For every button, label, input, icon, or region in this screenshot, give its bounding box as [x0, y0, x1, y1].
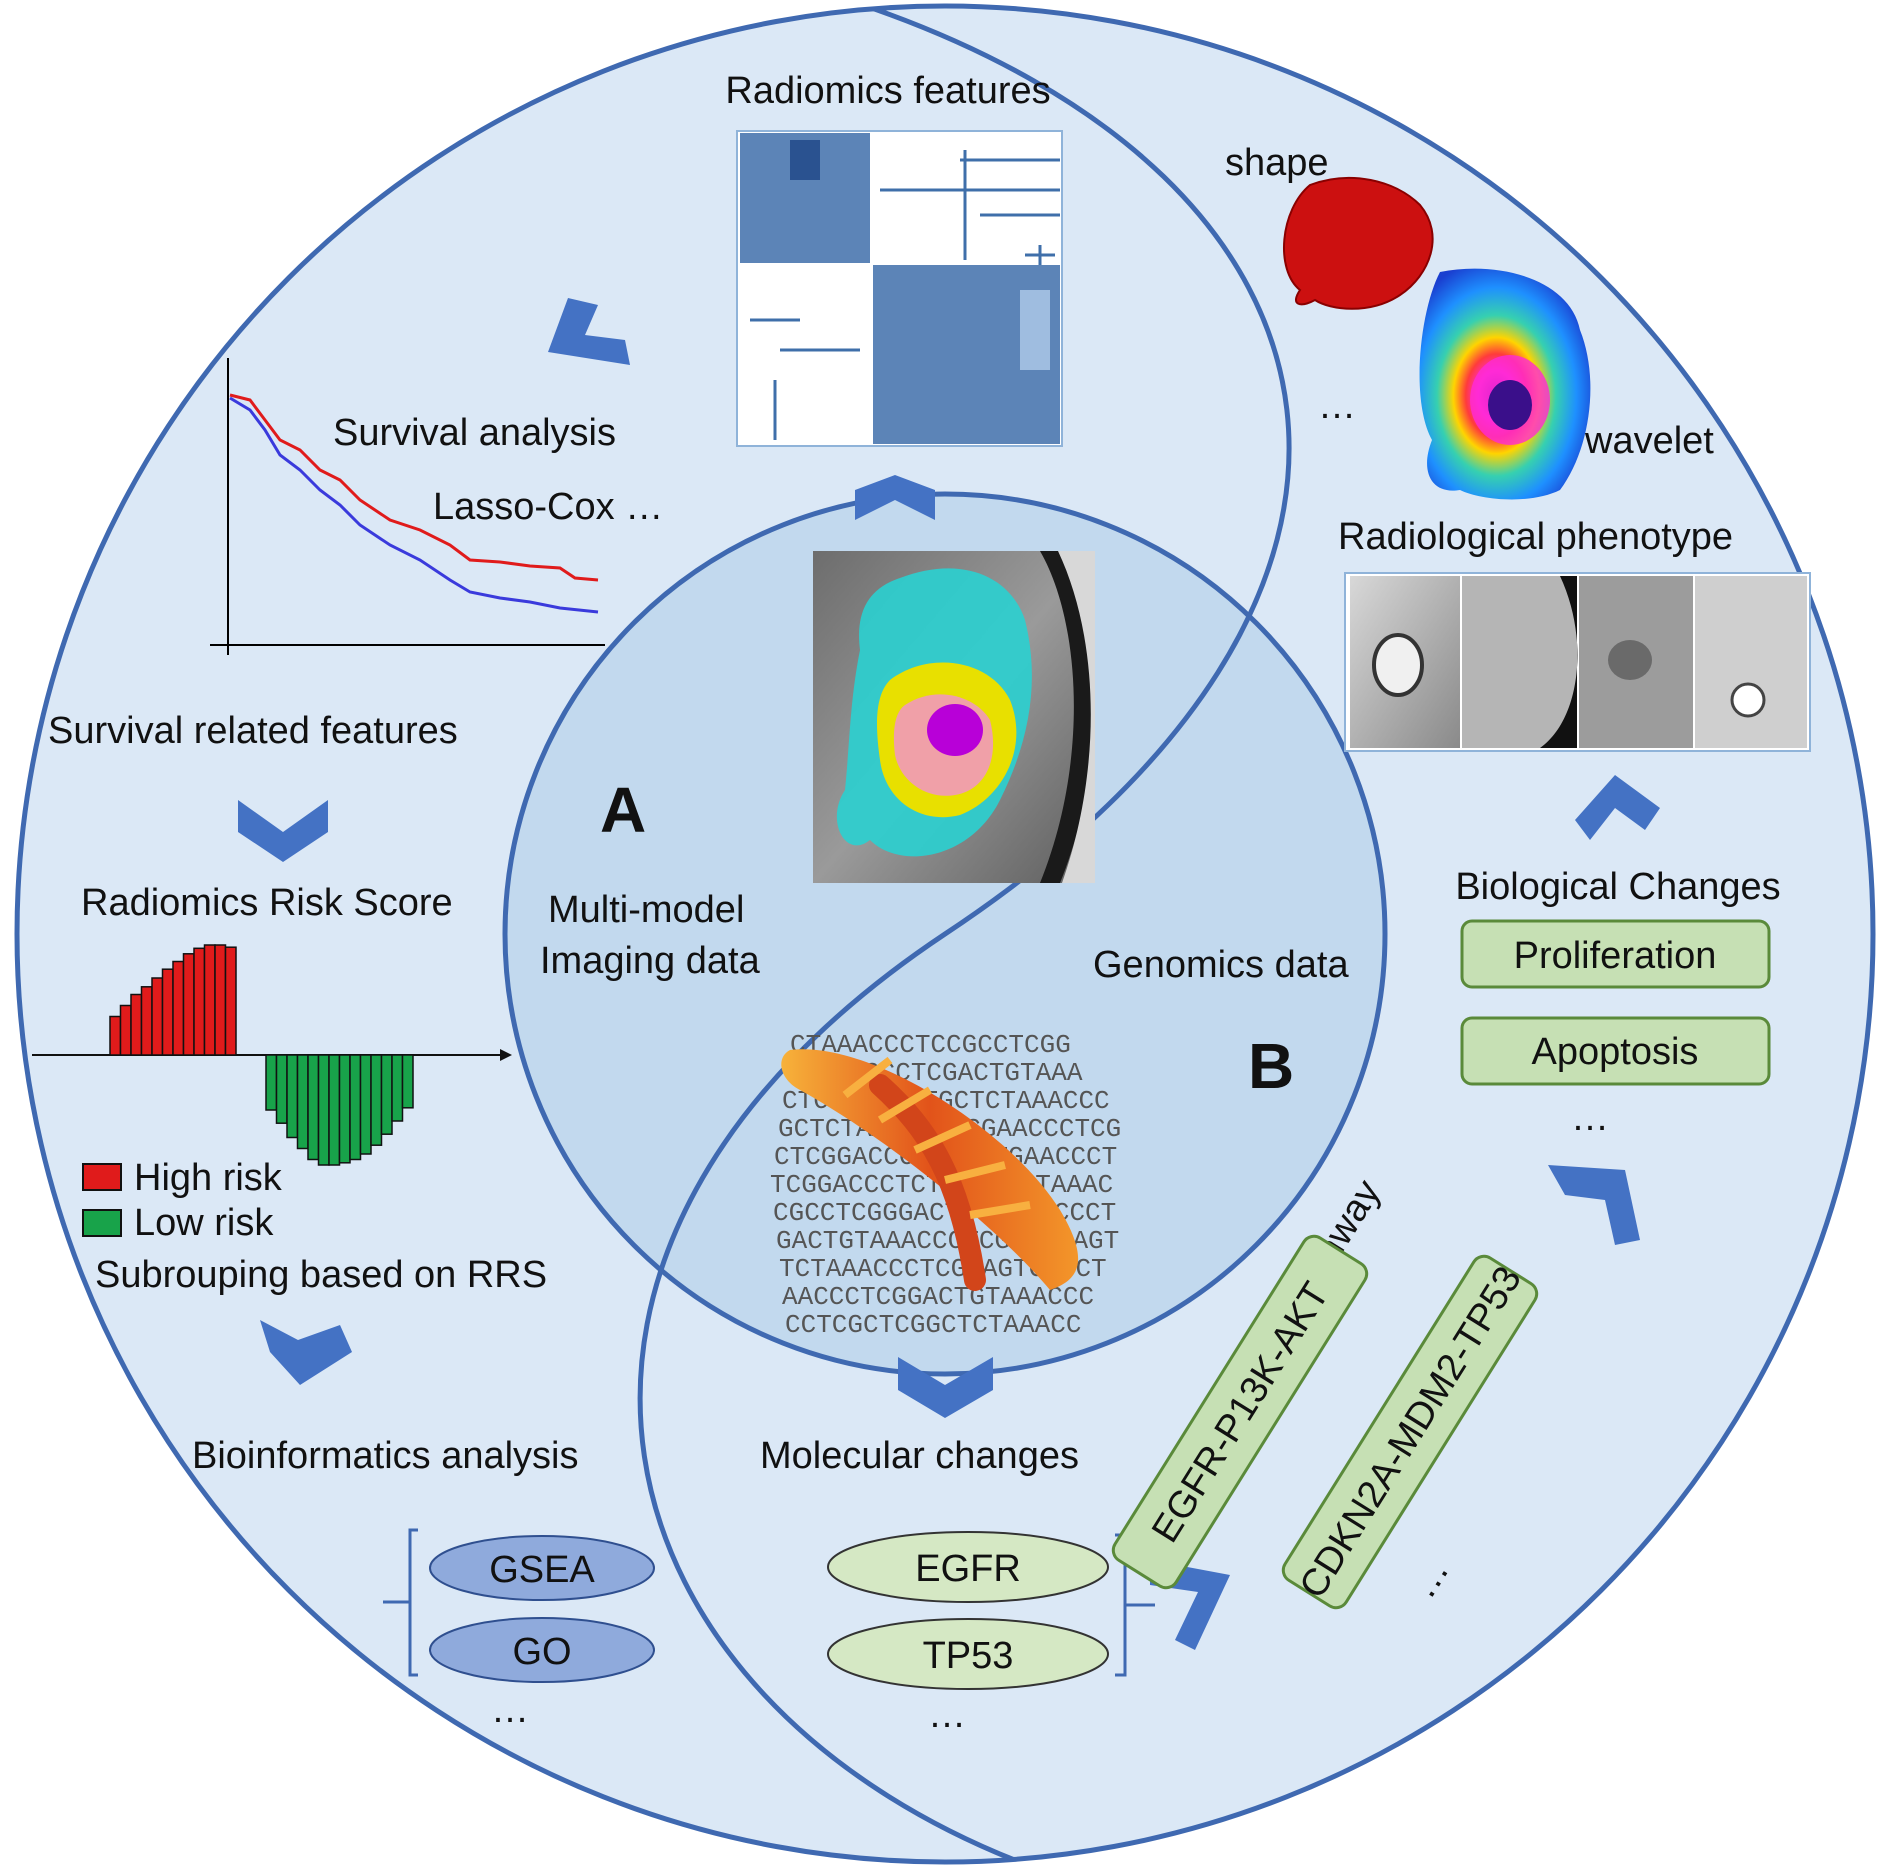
radiological-phenotype-label: Radiological phenotype [1338, 516, 1733, 558]
dna-sequence-line: AACCCTCGGACTGTAAACCC [782, 1282, 1094, 1312]
low-risk-bar [370, 1054, 383, 1146]
legend-swatch-low [82, 1209, 122, 1237]
low-risk-bar [359, 1054, 372, 1155]
high-risk-bar [161, 968, 174, 1056]
segmented-mri-image [813, 551, 1095, 883]
molecular-egfr: EGFR [827, 1531, 1109, 1603]
low-risk-bar [338, 1054, 351, 1164]
bio-change-label: Proliferation [1514, 935, 1717, 977]
high-risk-bar [224, 946, 237, 1056]
high-risk-bar [119, 1004, 132, 1056]
arrow-down-to-molecular [898, 1357, 993, 1418]
section-letter-b: B [1248, 1030, 1294, 1102]
molecular-tp53: TP53 [827, 1618, 1109, 1690]
arrow-down-left-to-survival [548, 298, 630, 365]
kaplan-meier-plot [210, 358, 605, 655]
phenotype-mri-strip [1344, 572, 1811, 752]
bio-analysis-go: GO [429, 1617, 655, 1683]
legend-label-high: High risk [134, 1157, 283, 1199]
bio-analysis-gsea: GSEA [429, 1535, 655, 1601]
bio-analysis-more: … [491, 1689, 529, 1731]
low-risk-bar [401, 1054, 414, 1109]
bio-change-more: … [1571, 1097, 1609, 1139]
km-curve-low [229, 396, 599, 614]
high-risk-bar [172, 960, 185, 1056]
low-risk-bar [307, 1054, 320, 1161]
low-risk-bars [265, 1054, 414, 1166]
multimodel-imaging-line2: Imaging data [540, 940, 761, 982]
low-risk-bar [349, 1054, 362, 1161]
low-risk-bar [317, 1054, 330, 1166]
radiomics-risk-score-title: Radiomics Risk Score [81, 882, 453, 924]
legend-swatch-high [82, 1163, 122, 1191]
high-risk-bar [214, 944, 227, 1056]
molecular-label: TP53 [923, 1635, 1014, 1677]
shape-label: shape [1225, 142, 1329, 184]
low-risk-bar [265, 1054, 278, 1111]
high-risk-bars [109, 944, 237, 1056]
high-risk-bar [109, 1015, 122, 1056]
wavelet-label: wavelet [1584, 420, 1714, 462]
genomics-data-label: Genomics data [1093, 944, 1349, 986]
high-risk-bar [193, 947, 206, 1056]
high-risk-bar [182, 953, 195, 1056]
legend-label-low: Low risk [134, 1202, 274, 1244]
arrow-to-biological-changes [1548, 1165, 1640, 1245]
subgrouping-label: Subrouping based on RRS [95, 1254, 547, 1296]
bio-change-proliferation: Proliferation [1460, 919, 1771, 989]
molecular-more: … [928, 1694, 966, 1736]
arrow-down-to-risk-score [238, 800, 328, 862]
lasso-cox-label: Lasso-Cox … [433, 486, 663, 528]
risk-legend: High risk Low risk [82, 1157, 283, 1244]
risk-axis-arrow [500, 1049, 512, 1061]
bioinformatics-analysis-label: Bioinformatics analysis [192, 1435, 578, 1477]
low-risk-bar [275, 1054, 288, 1124]
risk-score-chart [32, 944, 512, 1166]
wavelet-tumor-map [1419, 268, 1591, 500]
bio-analysis-label: GO [512, 1631, 571, 1673]
bio-change-apoptosis: Apoptosis [1460, 1016, 1771, 1086]
km-curve-high [229, 393, 599, 582]
high-risk-bar [140, 986, 153, 1056]
dna-sequence-image: CTAAACCCTCCGCCTCGGTCGGACCCTCGACTGTAAACTC… [770, 1030, 1121, 1340]
low-risk-bar [286, 1054, 299, 1139]
feature-correlation-matrix [736, 130, 1063, 447]
bio-analysis-label: GSEA [489, 1549, 595, 1591]
bioinformatics-bracket [383, 1528, 418, 1677]
biological-changes-title: Biological Changes [1455, 866, 1780, 908]
survival-related-features-label: Survival related features [48, 710, 458, 752]
dna-sequence-line: CCTCGCTCGGCTCTAAACC [785, 1310, 1081, 1340]
arrow-up-to-phenotype [1575, 775, 1660, 840]
high-risk-bar [130, 993, 143, 1056]
high-risk-bar [151, 977, 164, 1056]
bio-change-label: Apoptosis [1532, 1031, 1699, 1073]
ellipsis-feature-types: … [1318, 385, 1356, 427]
low-risk-bar [296, 1054, 309, 1150]
molecular-changes-label: Molecular changes [760, 1435, 1079, 1477]
dna-helix [781, 1049, 1079, 1290]
radiomics-features-title: Radiomics features [725, 70, 1050, 112]
arrow-down-to-bioinformatics [260, 1320, 352, 1385]
divider-curve [637, 6, 1292, 1862]
multimodel-imaging-line1: Multi-model [548, 889, 744, 931]
tumor-shape-3d [1283, 176, 1434, 310]
molecular-label: EGFR [915, 1548, 1021, 1590]
survival-analysis-label: Survival analysis [333, 412, 616, 454]
section-letter-a: A [600, 774, 646, 846]
high-risk-bar [203, 944, 216, 1056]
low-risk-bar [391, 1054, 404, 1122]
low-risk-bar [328, 1054, 341, 1166]
arrow-up-to-features [855, 475, 935, 520]
low-risk-bar [380, 1054, 393, 1135]
